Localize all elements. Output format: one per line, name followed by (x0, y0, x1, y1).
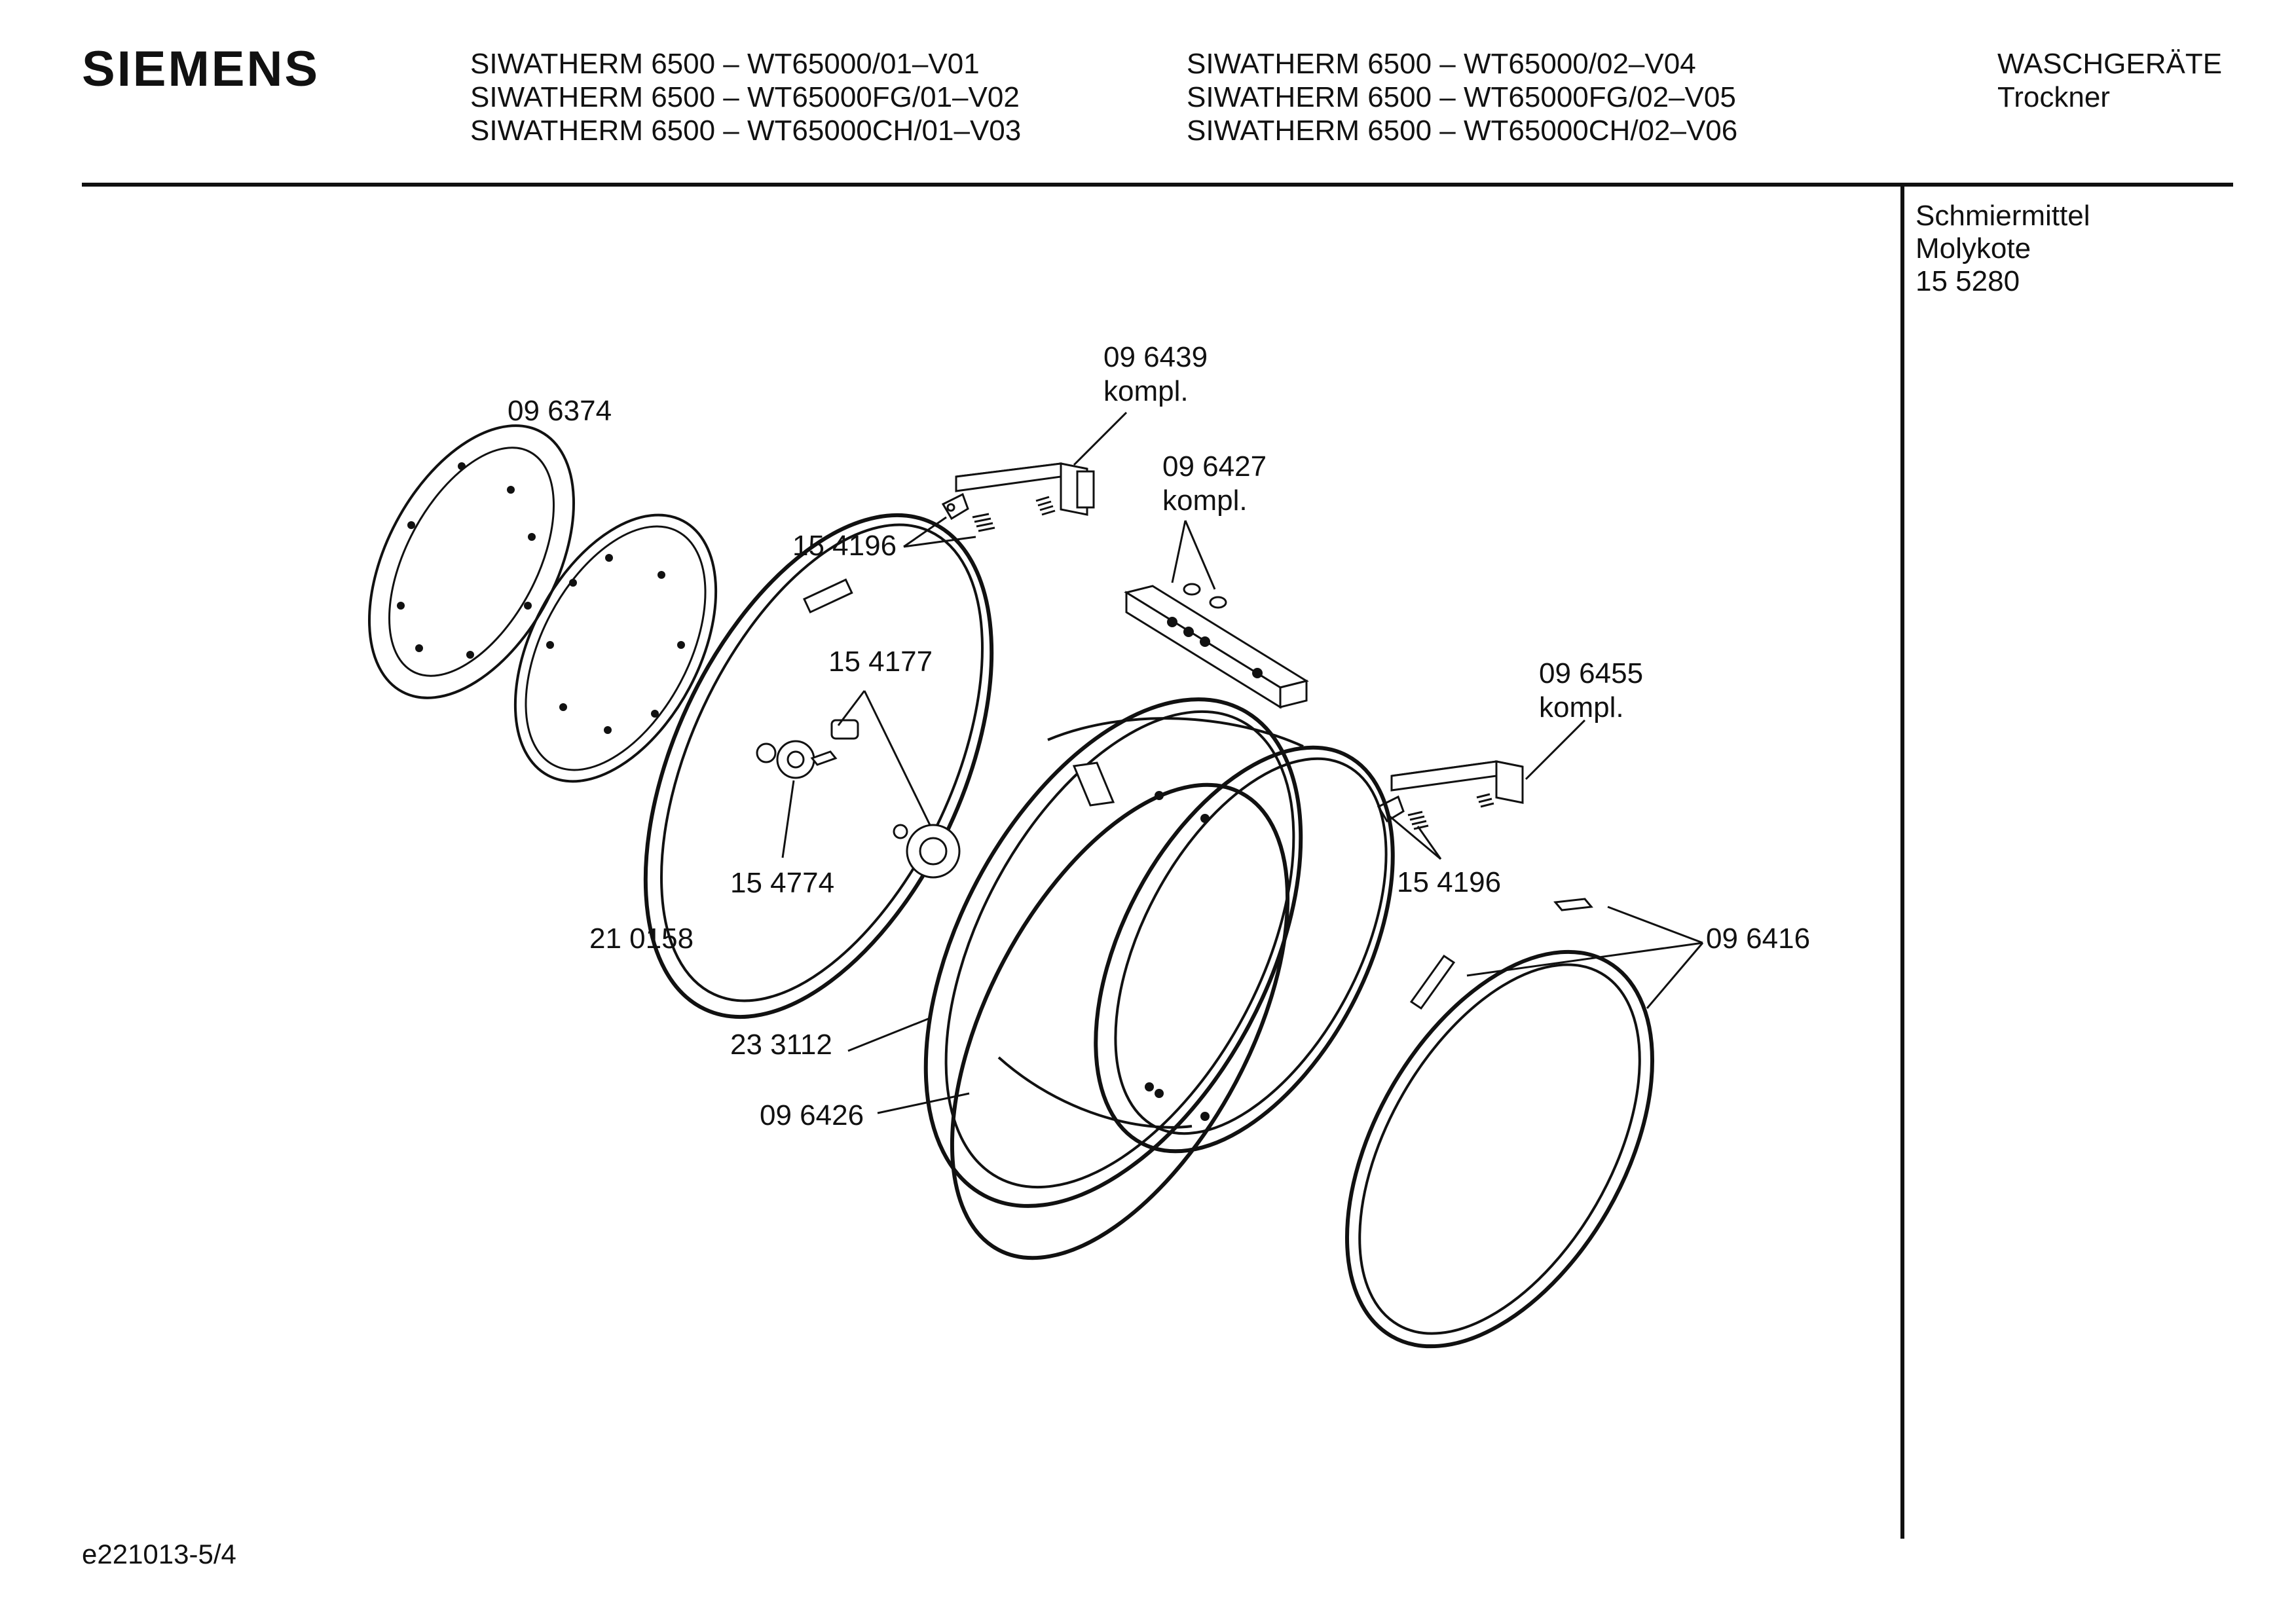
leader-096416-c (1646, 942, 1704, 1009)
model-line: SIWATHERM 6500 – WT65000FG/01–V02 (470, 81, 1020, 113)
model-list-left: SIWATHERM 6500 – WT65000/01–V01 SIWATHER… (470, 47, 1021, 147)
label-210158: 21 0158 (589, 923, 694, 955)
leader-154196-top-a (903, 516, 947, 548)
label-096426: 09 6426 (760, 1099, 864, 1131)
lubricant-part-number: 15 5280 (1916, 265, 2020, 297)
label-096374: 09 6374 (508, 395, 612, 427)
model-line: SIWATHERM 6500 – WT65000CH/02–V06 (1187, 115, 1738, 147)
leader-154774 (781, 780, 795, 858)
leader-096439 (1073, 411, 1128, 466)
bracket-096455 (1377, 760, 1524, 830)
label-096416: 09 6416 (1706, 923, 1810, 955)
model-line: SIWATHERM 6500 – WT65000/02–V04 (1187, 48, 1696, 80)
lubricant-name: Molykote (1916, 232, 2031, 265)
drum-233112 (923, 697, 1395, 1208)
lubricant-label: Schmiermittel (1916, 200, 2090, 232)
leader-096427-a (1171, 520, 1187, 583)
leader-154177-b (863, 690, 931, 826)
label-154196-top: 15 4196 (792, 530, 897, 562)
leader-096455 (1525, 719, 1586, 780)
lubricant-note: Schmiermittel Molykote 15 5280 (1916, 200, 2090, 298)
model-line: SIWATHERM 6500 – WT65000/01–V01 (470, 48, 980, 80)
label-096427: 09 6427 (1162, 450, 1267, 483)
leader-096426 (877, 1092, 970, 1114)
label-233112: 23 3112 (730, 1029, 832, 1061)
leader-154177-a (837, 690, 866, 726)
leader-096416-b (1466, 942, 1703, 977)
label-096439-note: kompl. (1103, 375, 1189, 407)
leader-233112 (847, 1017, 931, 1052)
drawing-code: e221013-5/4 (82, 1539, 236, 1569)
drum-ring-096426 (950, 782, 1290, 1260)
bracket-096439 (941, 462, 1095, 532)
label-096455-note: kompl. (1539, 691, 1624, 724)
model-list-right: SIWATHERM 6500 – WT65000/02–V04 SIWATHER… (1187, 47, 1737, 147)
lifter-096427 (1124, 583, 1309, 709)
model-line: SIWATHERM 6500 – WT65000FG/02–V05 (1187, 81, 1736, 113)
label-154177: 15 4177 (828, 646, 933, 678)
leader-154196-right-a (1388, 814, 1441, 860)
label-096439: 09 6439 (1103, 341, 1208, 373)
leader-096427-b (1184, 520, 1216, 590)
rear-wall-210158 (643, 513, 994, 1019)
label-154196-right: 15 4196 (1397, 866, 1501, 898)
leader-096416-a (1607, 906, 1703, 944)
ring-096374 (368, 424, 575, 699)
label-154774: 15 4774 (730, 867, 834, 899)
label-096427-note: kompl. (1162, 485, 1248, 517)
category-block: WASCHGERÄTE Trockner (1997, 47, 2222, 114)
leader-154196-top-b (903, 536, 976, 548)
category-title: WASCHGERÄTE (1997, 48, 2223, 80)
leader-154196-right-b (1416, 826, 1442, 860)
model-line: SIWATHERM 6500 – WT65000CH/01–V03 (470, 115, 1022, 147)
category-subtitle: Trockner (1997, 81, 2110, 113)
seal-ring-096416 (1344, 898, 1655, 1349)
label-096455: 09 6455 (1539, 657, 1643, 689)
brand-logo: SIEMENS (82, 41, 320, 97)
seal-ring (513, 513, 718, 783)
